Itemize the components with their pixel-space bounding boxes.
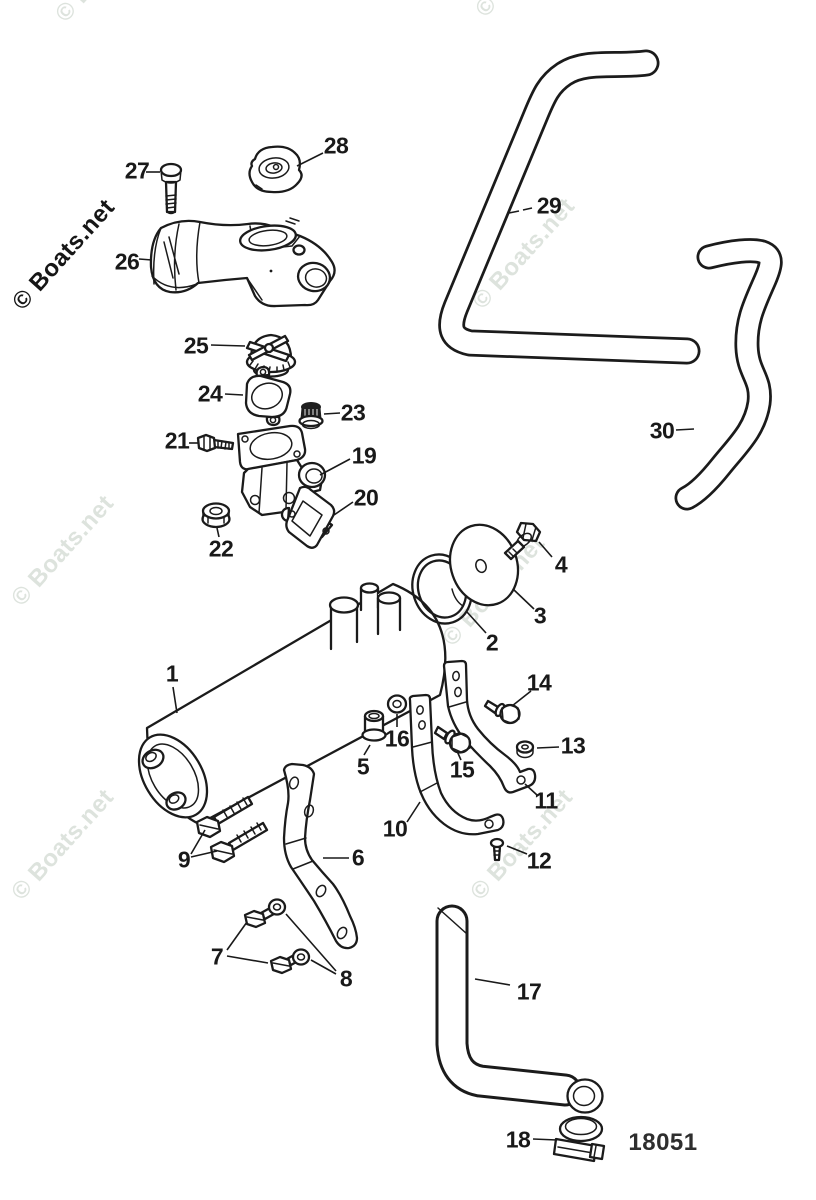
part-28-cap-drawing — [248, 145, 303, 194]
part-4-bolt-drawing — [503, 521, 542, 561]
part-6-bracket-drawing — [282, 762, 359, 950]
callout-18: 18 — [505, 1126, 531, 1153]
callout-13: 13 — [560, 732, 586, 759]
part-22-nut-drawing — [201, 502, 231, 529]
callout-2: 2 — [485, 629, 499, 656]
part-17-hose-drawing — [435, 904, 604, 1114]
callout-7: 7 — [210, 943, 224, 970]
part-26-thermostat-cover-drawing — [149, 217, 336, 308]
callout-8: 8 — [339, 965, 353, 992]
callout-23: 23 — [340, 399, 366, 426]
callout-11: 11 — [534, 787, 558, 814]
part-15-bolt-drawing — [433, 725, 472, 754]
part-20-gasket-drawing — [280, 485, 336, 549]
callout-6: 6 — [351, 844, 365, 871]
part-25-thermostat-drawing — [245, 333, 297, 378]
callout-22: 22 — [208, 535, 234, 562]
part-10-bracket-strap-drawing — [408, 693, 505, 836]
callout-4: 4 — [554, 551, 568, 578]
callout-27: 27 — [124, 157, 150, 184]
callout-5: 5 — [356, 753, 370, 780]
callout-3: 3 — [533, 602, 547, 629]
part-3-cover-disc-drawing — [448, 523, 520, 607]
part-23-plug-drawing — [298, 402, 324, 430]
part-11-bracket-strap-drawing — [442, 659, 537, 794]
part-30-hose-drawing — [674, 238, 783, 511]
part-16-washer-drawing — [386, 694, 408, 714]
callout-1: 1 — [165, 660, 179, 687]
callout-15: 15 — [449, 756, 475, 783]
callout-14: 14 — [526, 669, 552, 696]
part-14-bolt-drawing — [483, 699, 521, 725]
callout-26: 26 — [114, 248, 140, 275]
part-9-bolts-drawing — [195, 795, 269, 864]
part-29-hose-drawing — [438, 49, 701, 365]
diagram-reference-number: 18051 — [628, 1129, 698, 1156]
callout-28: 28 — [323, 132, 349, 159]
callout-9: 9 — [177, 846, 191, 873]
callout-16: 16 — [384, 725, 410, 752]
part-21-bolt-drawing — [196, 433, 235, 453]
callout-30: 30 — [649, 417, 675, 444]
callout-20: 20 — [353, 484, 379, 511]
callout-21: 21 — [164, 427, 190, 454]
part-5-plug-drawing — [361, 709, 387, 742]
callout-25: 25 — [183, 332, 209, 359]
part-13-nut-drawing — [515, 740, 535, 759]
part-8-washers-drawing — [267, 898, 311, 966]
leader-lines — [138, 152, 695, 1141]
callout-29: 29 — [536, 192, 562, 219]
part-24-gasket-drawing — [244, 365, 292, 427]
part-1-reservoir-drawing — [137, 582, 447, 826]
callout-19: 19 — [351, 442, 377, 469]
part-18-hose-clamp-drawing — [552, 1115, 606, 1163]
callout-12: 12 — [526, 847, 552, 874]
callout-24: 24 — [197, 380, 223, 407]
callout-17: 17 — [516, 978, 542, 1005]
part-12-screw-drawing — [489, 837, 505, 862]
callout-10: 10 — [382, 815, 408, 842]
part-27-bolt-drawing — [159, 162, 183, 215]
